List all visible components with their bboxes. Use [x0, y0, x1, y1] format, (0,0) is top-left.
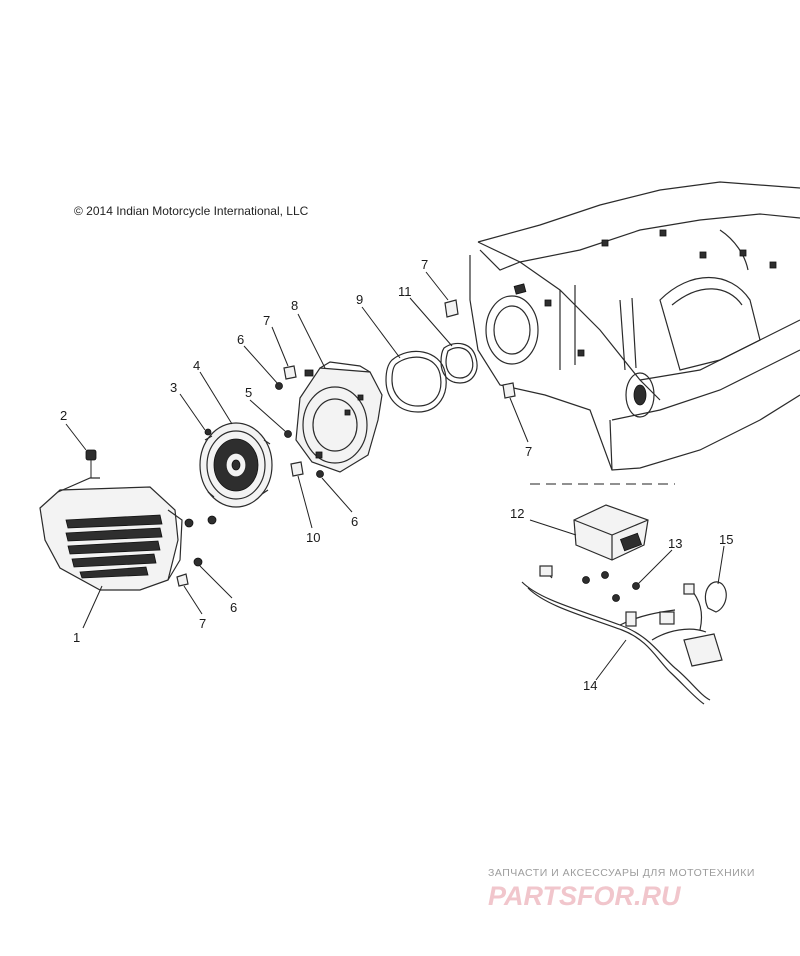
callout-4: 4 [193, 358, 200, 373]
callout-2: 2 [60, 408, 67, 423]
callout-10: 10 [306, 530, 320, 545]
gasket-9 [385, 350, 447, 413]
callout-6-top: 6 [237, 332, 244, 347]
screw-5 [284, 430, 292, 438]
clip-10 [290, 461, 304, 477]
leader-lines [65, 271, 725, 681]
clip-7-upper [444, 299, 459, 318]
speaker-grille-cover [39, 477, 183, 591]
callout-5: 5 [245, 385, 252, 400]
fasteners-lower [176, 515, 217, 587]
callout-1: 1 [73, 630, 80, 645]
callout-7-trunk-lower: 7 [525, 444, 532, 459]
callout-labels: 1 2 3 4 5 6 6 6 7 7 7 7 8 9 10 11 12 13 … [60, 257, 733, 693]
trunk-assembly [469, 181, 800, 471]
gasket-11 [440, 342, 478, 384]
screw-6-housing-top [275, 382, 283, 390]
screw-6-housing-bottom [316, 470, 324, 478]
wiring-harness-14 [521, 565, 723, 705]
callout-14: 14 [583, 678, 597, 693]
speaker-4 [199, 422, 273, 508]
callout-7-trunk-upper: 7 [421, 257, 428, 272]
callout-12: 12 [510, 506, 524, 521]
callout-11: 11 [398, 284, 412, 299]
screw-3 [204, 428, 212, 436]
callout-8: 8 [291, 298, 298, 313]
cable-tie-15 [704, 581, 727, 613]
callout-9: 9 [356, 292, 363, 307]
callout-15: 15 [719, 532, 733, 547]
nuts-13 [582, 571, 640, 602]
callout-13: 13 [668, 536, 682, 551]
speaker-housing-8 [295, 361, 383, 473]
callout-6-bottom: 6 [230, 600, 237, 615]
watermark: ЗАПЧАСТИ И АКСЕССУАРЫ ДЛЯ МОТОТЕХНИКИ PA… [488, 867, 755, 911]
amplifier-module-12 [573, 504, 649, 561]
watermark-tagline: ЗАПЧАСТИ И АКСЕССУАРЫ ДЛЯ МОТОТЕХНИКИ [488, 867, 755, 879]
screw-2 [85, 449, 97, 478]
clip-7-housing [283, 365, 297, 380]
callout-7-housing: 7 [263, 313, 270, 328]
copyright-text: © 2014 Indian Motorcycle International, … [74, 204, 309, 218]
clip-7-trunk-lower [502, 382, 516, 399]
watermark-logo: PARTSFOR.RU [488, 881, 682, 911]
callout-6-middle: 6 [351, 514, 358, 529]
callout-3: 3 [170, 380, 177, 395]
callout-7-bottom: 7 [199, 616, 206, 631]
